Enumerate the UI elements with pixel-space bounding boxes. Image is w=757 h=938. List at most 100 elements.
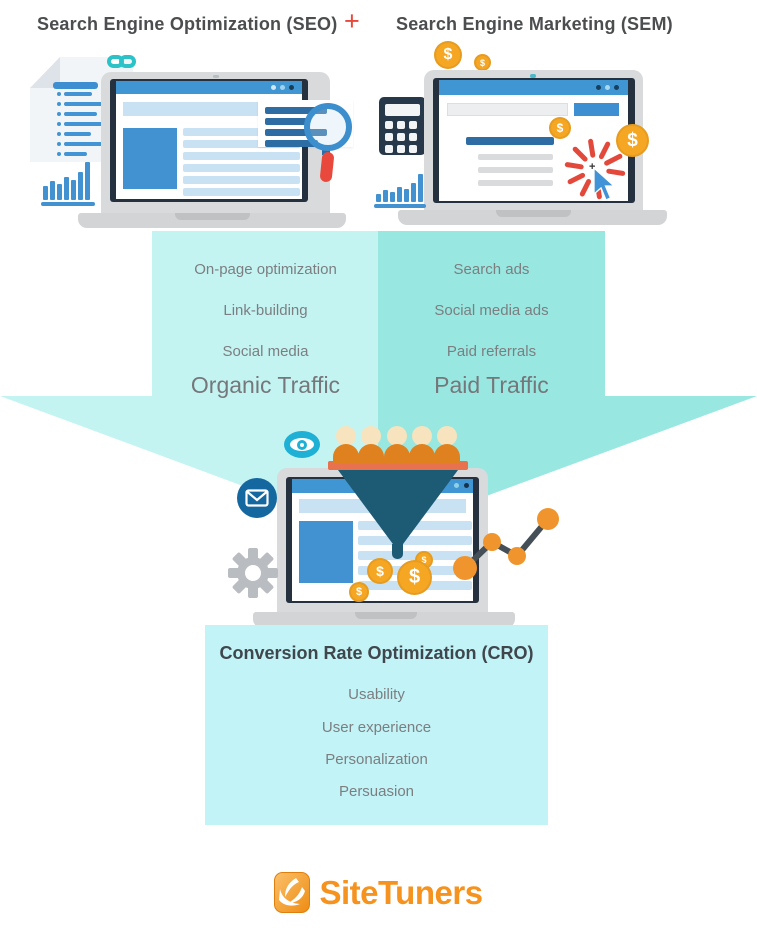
organic-item: Social media [222, 343, 309, 360]
laptop-base-notch [175, 213, 250, 220]
calculator-keys [385, 121, 421, 153]
eye-glint [300, 442, 304, 447]
text-line [183, 128, 300, 136]
camera-dot [213, 75, 219, 78]
dollar-coin-icon: $ [549, 117, 571, 139]
body [434, 444, 460, 464]
bar [376, 194, 381, 202]
click-starburst-icon [564, 138, 626, 200]
text-line [183, 152, 300, 160]
cro-item: User experience [321, 719, 432, 736]
sitetuners-logo-icon [274, 872, 311, 913]
bullet [57, 112, 61, 116]
bullet [57, 132, 61, 136]
calculator-display [385, 104, 420, 116]
result-line [265, 140, 318, 147]
line [64, 112, 97, 116]
head [412, 426, 432, 446]
head [336, 426, 356, 446]
dollar-coin-icon: $ [349, 582, 369, 602]
text-line [183, 140, 300, 148]
titlebar-dot [596, 85, 601, 90]
key [409, 121, 417, 129]
cro-box: Conversion Rate Optimization (CRO) Usabi… [205, 625, 548, 825]
paid-item: Paid referrals [446, 343, 537, 360]
body [409, 444, 435, 464]
key [385, 133, 393, 141]
eye-pupil [297, 439, 307, 450]
search-button [574, 103, 619, 116]
magnifier-handle [319, 151, 335, 183]
gear-icon [228, 548, 278, 598]
bar [397, 187, 402, 202]
camera-dot [530, 74, 536, 78]
head [387, 426, 407, 446]
titlebar-dot [614, 85, 619, 90]
bar [411, 183, 416, 202]
bar [43, 186, 48, 200]
line [64, 92, 92, 96]
sem-title: Search Engine Marketing (SEM) [396, 14, 673, 34]
line [64, 102, 103, 106]
paid-item: Social media ads [434, 302, 549, 319]
result-line [265, 118, 309, 125]
head [361, 426, 381, 446]
cro-item: Usability [348, 686, 405, 703]
key [385, 121, 393, 129]
laptop-base [253, 612, 515, 628]
magnifier-neck [322, 147, 330, 155]
person-icon [333, 426, 359, 464]
titlebar-dot [289, 85, 294, 90]
bullet [57, 92, 61, 96]
bar [57, 184, 62, 200]
logo-wordmark: SiteTuners [319, 873, 483, 911]
browser-titlebar [116, 81, 302, 94]
bar [390, 192, 395, 202]
titlebar-dot [271, 85, 276, 90]
funnel-rim [328, 461, 468, 470]
chart-baseline [374, 204, 426, 208]
page-header-band [123, 102, 295, 116]
eye-icon [284, 431, 320, 458]
click-cross: + [589, 161, 596, 173]
bullet [57, 102, 61, 106]
cro-item: Persuasion [338, 783, 415, 800]
line [64, 142, 103, 146]
paid-traffic-label: Paid Traffic [434, 372, 549, 398]
organic-item: On-page optimization [194, 261, 337, 278]
key [397, 121, 405, 129]
titlebar-dot [605, 85, 610, 90]
cro-item: Personalization [325, 751, 428, 768]
laptop-base [78, 213, 346, 228]
bar [418, 174, 423, 202]
result-line [265, 129, 327, 136]
bar [383, 190, 388, 202]
paid-item: Search ads [453, 261, 530, 278]
laptop-base [398, 210, 667, 225]
titlebar-dot [464, 483, 469, 488]
bullet [57, 142, 61, 146]
page-image-block [299, 521, 353, 583]
person-icon [434, 426, 460, 464]
body [358, 444, 384, 464]
key [409, 145, 417, 153]
result-line [265, 107, 327, 114]
text-line [478, 154, 553, 160]
key [397, 133, 405, 141]
search-input [447, 103, 568, 116]
bar [404, 189, 409, 202]
seo-title: Search Engine Optimization (SEO) [37, 14, 338, 34]
line [64, 122, 103, 126]
dollar-coin-icon: $ [397, 560, 432, 595]
bullet [57, 152, 61, 156]
line-chart-icon [453, 508, 559, 580]
link-chain-icon [119, 55, 136, 68]
organic-traffic-label: Organic Traffic [190, 372, 341, 398]
sitetuners-logo: SiteTuners [0, 872, 757, 913]
chart-baseline [41, 202, 95, 206]
bullet [57, 122, 61, 126]
line [64, 152, 87, 156]
laptop-base-notch [355, 612, 417, 619]
key [409, 133, 417, 141]
